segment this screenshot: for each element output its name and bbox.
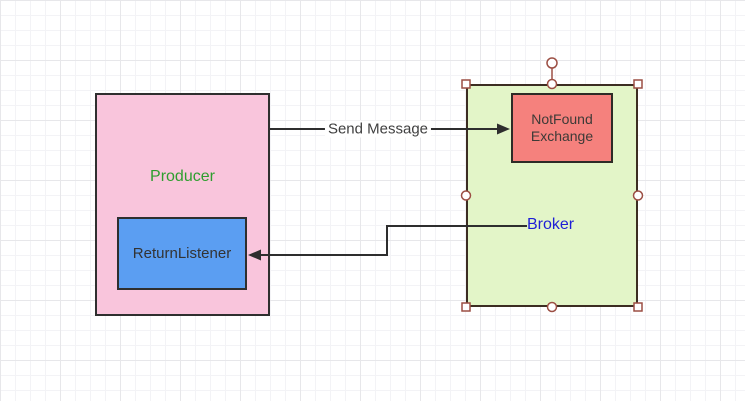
broker-label: Broker bbox=[527, 216, 575, 233]
return-listener-label: ReturnListener bbox=[132, 245, 232, 262]
notfound-exchange-label-line2: Exchange bbox=[530, 128, 594, 144]
return-listener-box[interactable]: ReturnListener bbox=[117, 217, 247, 290]
notfound-exchange-label-line1: NotFound bbox=[531, 111, 593, 127]
send-message-edge-label: Send Message bbox=[324, 120, 432, 138]
producer-label: Producer bbox=[150, 168, 215, 185]
notfound-exchange-box[interactable]: NotFound Exchange bbox=[511, 93, 613, 163]
rotate-handle[interactable] bbox=[546, 57, 558, 69]
